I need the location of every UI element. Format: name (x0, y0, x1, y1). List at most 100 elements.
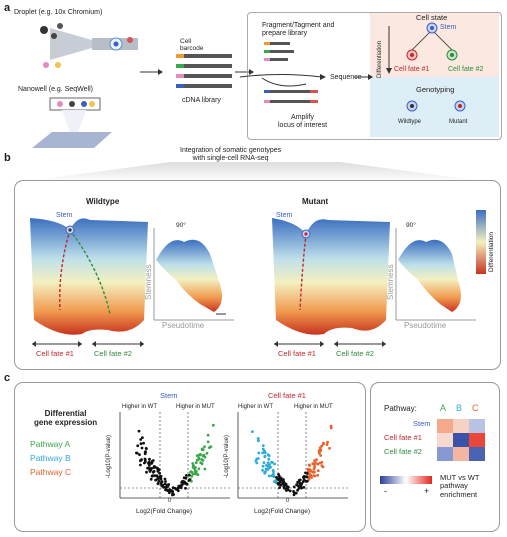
volcano-point (288, 489, 292, 493)
volcano-point (292, 490, 295, 493)
volcano-point (184, 482, 188, 485)
volcano-point (320, 464, 324, 467)
wildtype-fate1-label: Cell fate #1 (36, 349, 74, 358)
volcano-point (148, 464, 151, 467)
volcano-point (141, 436, 144, 439)
volcano-point (261, 444, 265, 448)
volcano-point (202, 453, 206, 457)
wildtype-fate2-label: Cell fate #2 (94, 349, 132, 358)
volcano-point (205, 451, 209, 455)
volcano-point (257, 439, 260, 443)
heatmap-row-fate1: Cell fate #1 (384, 433, 422, 442)
mutant-label: Mutant (449, 119, 468, 125)
curve-arrows (239, 74, 326, 87)
cell-barcode-label: Cell barcode (180, 38, 204, 53)
volcano-point (151, 459, 155, 462)
volcano-point (273, 462, 276, 466)
volcano-point (309, 473, 313, 477)
stem-zero: 0 (168, 498, 172, 504)
volcano-point (312, 467, 316, 471)
volcano-point (156, 477, 159, 481)
volcano-point (314, 461, 317, 464)
heatmap-cell (453, 447, 469, 461)
volcano-point (168, 491, 171, 495)
heatmap-cell (437, 447, 453, 461)
volcano-point (329, 424, 333, 428)
volcano-point (320, 460, 324, 464)
arrow-to-protocols (235, 69, 254, 75)
volcano-point (271, 469, 275, 472)
cdna-library-reads (176, 54, 232, 88)
heatmap-col-b: B (456, 403, 463, 413)
volcano-point (206, 433, 210, 437)
volcano-point (285, 488, 289, 492)
pathway-b-label: Pathway B (30, 453, 71, 463)
wildtype-fate-arrows (32, 341, 144, 347)
volcano-point (261, 447, 265, 451)
volcano-point (176, 489, 180, 493)
volcano-point (190, 479, 193, 483)
volcano-point (261, 468, 264, 472)
volcano-point (263, 471, 267, 475)
volcano-point (158, 471, 161, 475)
volcano-point (257, 451, 261, 455)
enrichment-legend-title: MUT vs WT pathway enrichment (440, 473, 480, 499)
mutant-pseudotime-label: Pseudotime (404, 321, 447, 330)
volcano-point (142, 441, 145, 445)
volcano-point (310, 476, 313, 479)
volcano-point (263, 451, 267, 455)
volcano-point (147, 461, 151, 465)
genotyping-cells (406, 100, 466, 112)
volcano-point (182, 476, 186, 480)
bead-dots (43, 62, 61, 68)
volcano-point (266, 468, 270, 471)
differentiation-colorbar-label: Differentiation (488, 232, 495, 272)
volcano-point (136, 444, 140, 448)
volcano-point (305, 479, 309, 483)
mutant-title: Mutant (302, 197, 329, 206)
volcano-point (328, 446, 331, 450)
enrichment-minus: - (384, 486, 387, 496)
volcano-point (143, 452, 147, 456)
volcano-point (192, 464, 195, 467)
volcano-point (156, 482, 160, 486)
panel-a-label: a (4, 2, 11, 14)
volcano-point (255, 461, 259, 465)
differentiation-axis-label: Differentiation (377, 41, 383, 78)
volcano-point (316, 462, 319, 466)
volcano-point (148, 457, 151, 461)
fate1-ylabel: -Log10(P-value) (224, 434, 230, 478)
volcano-point (199, 461, 203, 464)
volcano-stem-title: Stem (160, 391, 178, 400)
volcano-point (315, 458, 318, 461)
volcano-point (148, 470, 152, 473)
volcano-point (261, 464, 265, 468)
volcano-point (196, 473, 200, 477)
volcano-point (189, 470, 192, 474)
heatmap-cell (437, 433, 453, 447)
fate1-higher-mut: Higher in MUT (294, 404, 333, 410)
volcano-point (138, 453, 141, 456)
sequence-label: Sequence (330, 74, 362, 81)
volcano-point (140, 458, 143, 462)
volcano-point (282, 482, 286, 486)
wildtype-stemness-label: Stemness (144, 264, 153, 300)
heatmap-cell (469, 433, 485, 447)
volcano-point (263, 455, 267, 459)
volcano-point (318, 446, 322, 450)
volcano-point (180, 483, 184, 487)
volcano-point (157, 480, 161, 483)
volcano-point (139, 442, 143, 446)
volcano-point (195, 458, 199, 462)
volcano-point (311, 470, 315, 474)
volcano-point (308, 464, 312, 467)
volcano-point (318, 449, 322, 453)
volcano-point (298, 481, 301, 485)
heatmap-cell (453, 419, 469, 433)
volcano-point (295, 483, 298, 487)
volcano-point (151, 470, 155, 474)
volcano-point (139, 438, 143, 441)
differentiation-colorbar (476, 210, 486, 274)
volcano-point (153, 474, 157, 478)
volcano-point (171, 486, 175, 490)
